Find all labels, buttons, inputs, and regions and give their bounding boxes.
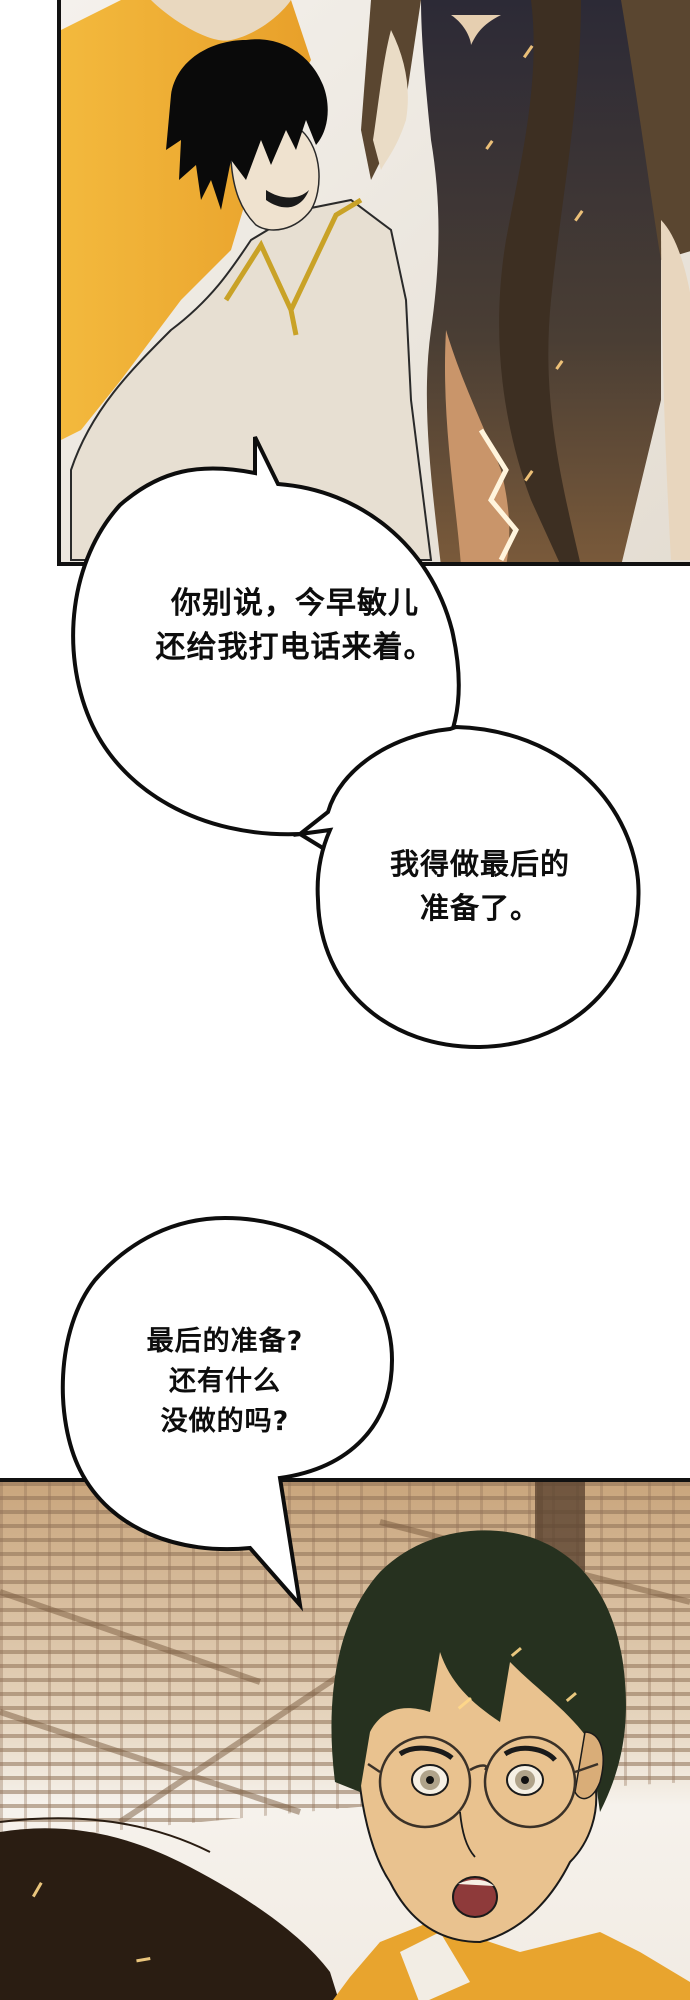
panel-top-artwork — [61, 0, 690, 562]
dialogue-line: 没做的吗? — [160, 1406, 290, 1437]
boy-hair — [331, 1530, 626, 1812]
long-hair — [499, 0, 581, 562]
collar-trim — [223, 197, 363, 336]
sparkle-effects — [32, 1647, 577, 1963]
glasses-icon — [367, 1735, 599, 1829]
dialogue-line: 你别说，今早敏儿 — [171, 586, 419, 621]
dialogue-line: 我得做最后的 — [389, 847, 570, 881]
speech-bubble-3-text: 最后的准备? 还有什么 没做的吗? — [110, 1322, 340, 1442]
dialogue-line: 最后的准备? — [146, 1326, 304, 1357]
speech-bubble-1-text: 你别说，今早敏儿 还给我打电话来着。 — [110, 582, 480, 670]
foreground-hair — [0, 1828, 339, 2000]
panel-bottom — [0, 1478, 690, 2000]
dialogue-line: 还有什么 — [169, 1366, 281, 1397]
dialogue-line: 还给我打电话来着。 — [155, 630, 435, 665]
laughing-mouth — [266, 190, 309, 208]
surprised-eyes — [398, 1745, 557, 1796]
open-mouth — [452, 1876, 498, 1918]
dialogue-line: 准备了。 — [419, 891, 540, 925]
speech-bubble-2-text: 我得做最后的 准备了。 — [350, 842, 610, 930]
panel-top — [57, 0, 690, 566]
black-hair — [166, 39, 328, 210]
panel-bottom-artwork — [0, 1482, 690, 2000]
